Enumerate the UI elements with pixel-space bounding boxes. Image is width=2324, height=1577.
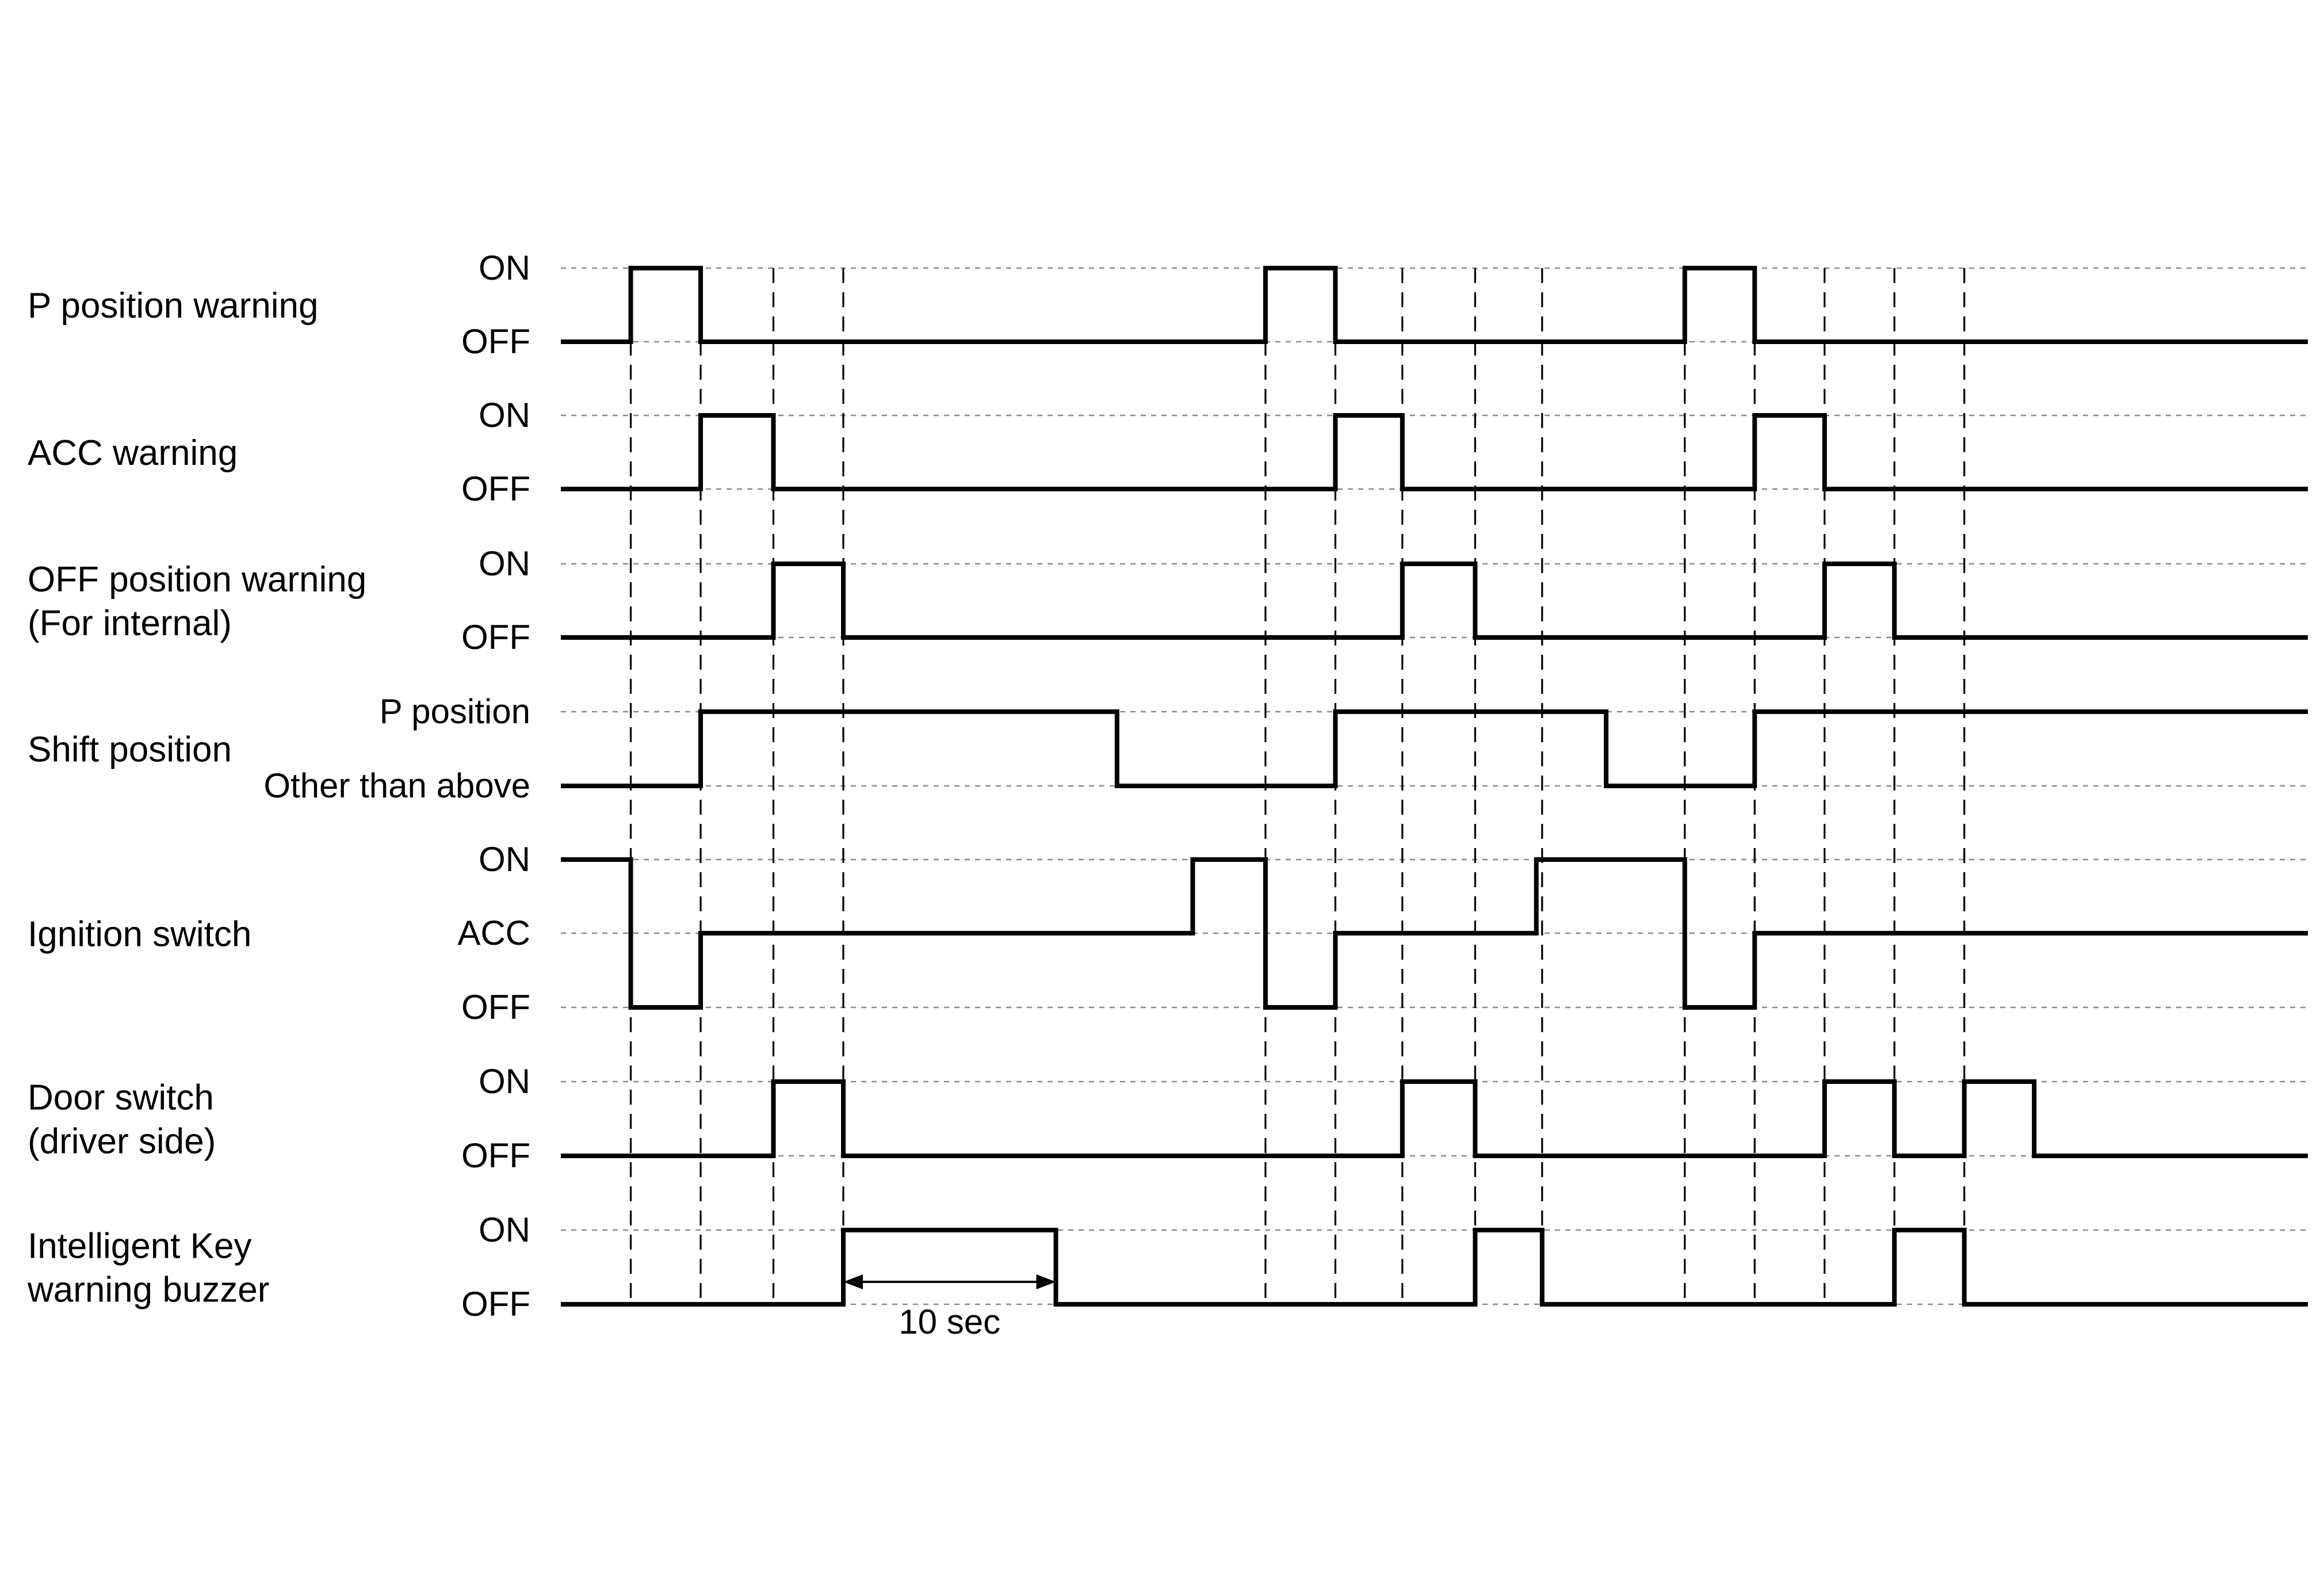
intelligent_key_buzzer-name-line-1: warning buzzer [27,1270,269,1310]
ignition_switch-name-line-0: Ignition switch [28,915,251,954]
off_position_warning-name-line-0: OFF position warning [28,560,366,600]
acc_warning-name-line-0: ACC warning [28,433,238,473]
door_switch-name-line-1: (driver side) [28,1122,216,1162]
shift_position-level-label-1: Other than above [263,766,530,805]
shift_position-level-label-0: P position [380,692,530,731]
off_position_warning-name-line-1: (For internal) [28,604,232,643]
waveforms [561,266,2308,1307]
door_switch-level-label-0: ON [479,1062,530,1101]
door_switch-level-label-1: OFF [461,1136,530,1175]
duration-annotation: 10 sec [843,1274,1056,1341]
acc_warning-level-label-1: OFF [461,469,530,508]
shift_position-name-line-0: Shift position [28,730,232,770]
p_position_warning-waveform [561,266,2308,344]
level-guidelines [561,267,2308,1305]
p_position_warning-name-line-0: P position warning [28,286,319,326]
ignition_switch-level-label-1: ACC [457,914,530,952]
ignition_switch-level-label-2: OFF [461,988,530,1026]
duration-label: 10 sec [899,1303,1000,1341]
intelligent_key_buzzer-waveform [561,1228,2308,1307]
p_position_warning-level-label-0: ON [479,249,530,287]
intelligent_key_buzzer-level-label-0: ON [479,1211,530,1249]
ignition_switch-level-label-0: ON [479,840,530,879]
acc_warning-waveform [561,413,2308,491]
shift_position-waveform [561,709,2308,788]
intelligent_key_buzzer-name-line-0: Intelligent Key [28,1227,251,1266]
off_position_warning-waveform [561,562,2308,640]
acc_warning-level-label-0: ON [479,396,530,434]
duration-arrow-head-right [1036,1274,1056,1289]
door_switch-waveform [561,1079,2308,1158]
p_position_warning-level-label-1: OFF [461,322,530,361]
ignition_switch-waveform [561,857,2308,1010]
door_switch-name-line-0: Door switch [28,1078,214,1118]
off_position_warning-level-label-0: ON [479,544,530,583]
off_position_warning-level-label-1: OFF [461,618,530,656]
intelligent_key_buzzer-level-label-1: OFF [461,1285,530,1323]
duration-arrow-head-left [843,1274,863,1289]
